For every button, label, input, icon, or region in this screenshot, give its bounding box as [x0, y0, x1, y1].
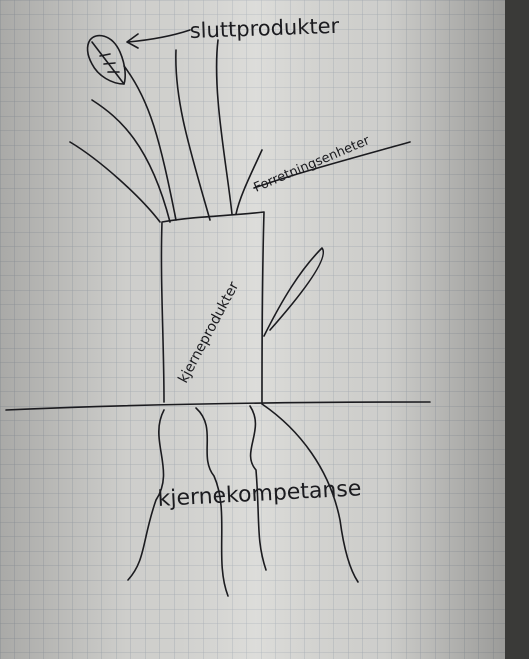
branch: [91, 99, 171, 223]
branch: [69, 141, 161, 223]
label-underline: [253, 141, 411, 189]
branch: [215, 39, 233, 215]
leaf-icon: [86, 34, 126, 85]
page-edge-shadow: [505, 0, 529, 659]
side-branch: [263, 247, 325, 337]
lighting-shade: [0, 0, 512, 659]
trunk: [160, 211, 265, 403]
ground-line: [5, 401, 431, 411]
branch: [235, 149, 263, 215]
arrow-left-icon: [126, 29, 191, 49]
root: [195, 407, 229, 597]
branch: [123, 65, 177, 221]
branch: [175, 49, 211, 221]
root: [261, 403, 359, 583]
root: [127, 409, 165, 581]
label-end-products: sluttprodukter: [189, 14, 340, 43]
root: [249, 405, 267, 571]
